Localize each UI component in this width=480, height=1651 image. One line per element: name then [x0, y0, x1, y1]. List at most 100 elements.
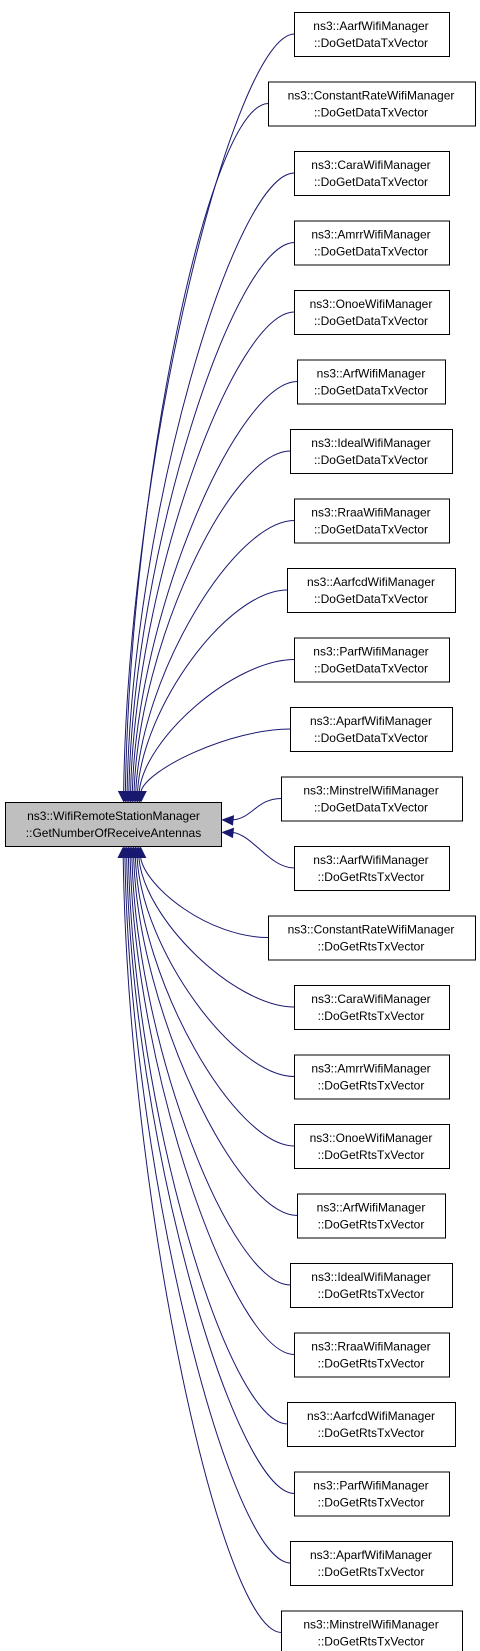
caller-node-line2: ::DoGetRtsTxVector	[318, 1426, 425, 1440]
call-edge	[133, 450, 291, 792]
caller-node-line2: ::DoGetRtsTxVector	[318, 870, 425, 884]
caller-node[interactable]: ns3::ArfWifiManager::DoGetRtsTxVector	[297, 1193, 446, 1239]
caller-node-line2: ::DoGetRtsTxVector	[318, 1009, 425, 1023]
call-edge	[124, 857, 291, 1564]
caller-node-line1: ns3::MinstrelWifiManager	[303, 1618, 438, 1632]
caller-node-line1: ns3::AarfcdWifiManager	[307, 575, 435, 589]
caller-node-line2: ::DoGetDataTxVector	[314, 592, 428, 606]
caller-node-line2: ::DoGetRtsTxVector	[318, 1079, 425, 1093]
caller-node-line1: ns3::CaraWifiManager	[311, 158, 430, 172]
call-edge	[131, 381, 298, 792]
caller-node-line1: ns3::IdealWifiManager	[311, 436, 430, 450]
caller-node-box	[294, 151, 450, 196]
caller-node-box	[287, 1402, 456, 1447]
caller-node-box	[294, 12, 450, 57]
caller-node-line2: ::DoGetRtsTxVector	[318, 940, 425, 954]
caller-node-line1: ns3::AmrrWifiManager	[311, 228, 430, 242]
caller-node[interactable]: ns3::IdealWifiManager::DoGetDataTxVector	[290, 429, 453, 474]
caller-node-box	[294, 498, 450, 544]
caller-node-line2: ::DoGetRtsTxVector	[318, 1218, 425, 1232]
caller-node[interactable]: ns3::OnoeWifiManager::DoGetDataTxVector	[294, 290, 450, 335]
root-node-line1: ns3::WifiRemoteStationManager	[27, 809, 200, 823]
caller-node-line1: ns3::ConstantRateWifiManager	[288, 89, 455, 103]
caller-node-box	[294, 1124, 450, 1169]
caller-node[interactable]: ns3::AparfWifiManager::DoGetDataTxVector	[290, 707, 453, 752]
arrow-head-icon	[135, 791, 147, 803]
caller-node-line2: ::DoGetRtsTxVector	[318, 1357, 425, 1371]
caller-node-box	[290, 429, 453, 474]
call-edge	[124, 103, 269, 792]
caller-node[interactable]: ns3::AarfcdWifiManager::DoGetDataTxVecto…	[287, 568, 456, 613]
call-edge	[131, 857, 291, 1286]
caller-node[interactable]: ns3::CaraWifiManager::DoGetDataTxVector	[294, 151, 450, 196]
caller-node-box	[290, 707, 453, 752]
caller-node-box	[294, 1471, 450, 1517]
caller-node[interactable]: ns3::ParfWifiManager::DoGetDataTxVector	[294, 637, 450, 683]
caller-node[interactable]: ns3::AarfWifiManager::DoGetRtsTxVector	[294, 846, 450, 891]
caller-node-box	[290, 1263, 453, 1308]
caller-node-line1: ns3::AparfWifiManager	[310, 1548, 432, 1562]
caller-node-box	[290, 1541, 453, 1586]
caller-node-box	[268, 81, 476, 127]
caller-node-box	[294, 1054, 450, 1100]
caller-node-line1: ns3::RraaWifiManager	[311, 506, 430, 520]
call-edge	[123, 33, 295, 792]
caller-node-line2: ::DoGetDataTxVector	[314, 106, 428, 120]
call-edge	[137, 589, 288, 792]
caller-node-line2: ::DoGetDataTxVector	[314, 175, 428, 189]
caller-node[interactable]: ns3::MinstrelWifiManager::DoGetDataTxVec…	[281, 776, 463, 822]
caller-nodes: ns3::AarfWifiManager::DoGetDataTxVectorn…	[268, 12, 476, 1651]
call-edge	[130, 311, 295, 792]
caller-node[interactable]: ns3::RraaWifiManager::DoGetDataTxVector	[294, 498, 450, 544]
caller-node-line2: ::DoGetRtsTxVector	[318, 1635, 425, 1649]
caller-node[interactable]: ns3::ConstantRateWifiManager::DoGetDataT…	[268, 81, 476, 127]
caller-node[interactable]: ns3::ArfWifiManager::DoGetDataTxVector	[297, 359, 446, 405]
caller-node[interactable]: ns3::AarfWifiManager::DoGetDataTxVector	[294, 12, 450, 57]
caller-node-box	[281, 1610, 463, 1651]
call-edge	[128, 242, 295, 792]
caller-node-line1: ns3::MinstrelWifiManager	[303, 784, 438, 798]
caller-node-line1: ns3::ParfWifiManager	[313, 1479, 428, 1493]
caller-node[interactable]: ns3::CaraWifiManager::DoGetRtsTxVector	[294, 985, 450, 1030]
caller-node-line1: ns3::AarfcdWifiManager	[307, 1409, 435, 1423]
caller-node-line2: ::DoGetDataTxVector	[314, 36, 428, 50]
caller-node-box	[268, 915, 476, 961]
caller-node-box	[294, 637, 450, 683]
call-edge	[140, 857, 269, 938]
caller-node-box	[294, 985, 450, 1030]
caller-node-line2: ::DoGetRtsTxVector	[318, 1148, 425, 1162]
caller-node[interactable]: ns3::AmrrWifiManager::DoGetRtsTxVector	[294, 1054, 450, 1100]
caller-node-line2: ::DoGetDataTxVector	[314, 801, 428, 815]
call-edge	[129, 857, 295, 1355]
caller-node[interactable]: ns3::ConstantRateWifiManager::DoGetRtsTx…	[268, 915, 476, 961]
caller-node-line1: ns3::RraaWifiManager	[311, 1340, 430, 1354]
caller-node[interactable]: ns3::AparfWifiManager::DoGetRtsTxVector	[290, 1541, 453, 1586]
call-edge	[134, 857, 295, 1147]
caller-node-line1: ns3::IdealWifiManager	[311, 1270, 430, 1284]
root-node[interactable]: ns3::WifiRemoteStationManager ::GetNumbe…	[5, 802, 222, 847]
caller-node[interactable]: ns3::IdealWifiManager::DoGetRtsTxVector	[290, 1263, 453, 1308]
caller-node[interactable]: ns3::AmrrWifiManager::DoGetDataTxVector	[294, 220, 450, 266]
arrow-head-icon	[221, 827, 235, 839]
caller-node-line1: ns3::ConstantRateWifiManager	[288, 923, 455, 937]
call-edge	[122, 857, 282, 1633]
caller-node[interactable]: ns3::RraaWifiManager::DoGetRtsTxVector	[294, 1332, 450, 1378]
caller-node-line1: ns3::AarfWifiManager	[313, 853, 428, 867]
caller-node-box	[297, 1193, 446, 1239]
caller-node-box	[297, 359, 446, 405]
caller-node[interactable]: ns3::OnoeWifiManager::DoGetRtsTxVector	[294, 1124, 450, 1169]
caller-node-line2: ::DoGetDataTxVector	[314, 453, 428, 467]
caller-node-line1: ns3::OnoeWifiManager	[310, 1131, 433, 1145]
arrow-head-icon	[117, 846, 130, 858]
call-edge	[232, 831, 295, 869]
caller-node-box	[287, 568, 456, 613]
caller-node[interactable]: ns3::MinstrelWifiManager::DoGetRtsTxVect…	[281, 1610, 463, 1651]
caller-node-line1: ns3::ArfWifiManager	[317, 367, 426, 381]
caller-node[interactable]: ns3::ParfWifiManager::DoGetRtsTxVector	[294, 1471, 450, 1517]
caller-node[interactable]: ns3::AarfcdWifiManager::DoGetRtsTxVector	[287, 1402, 456, 1447]
arrow-head-icon	[221, 815, 235, 826]
caller-node-line1: ns3::AarfWifiManager	[313, 19, 428, 33]
caller-node-line1: ns3::AmrrWifiManager	[311, 1062, 430, 1076]
call-edge	[126, 857, 295, 1494]
